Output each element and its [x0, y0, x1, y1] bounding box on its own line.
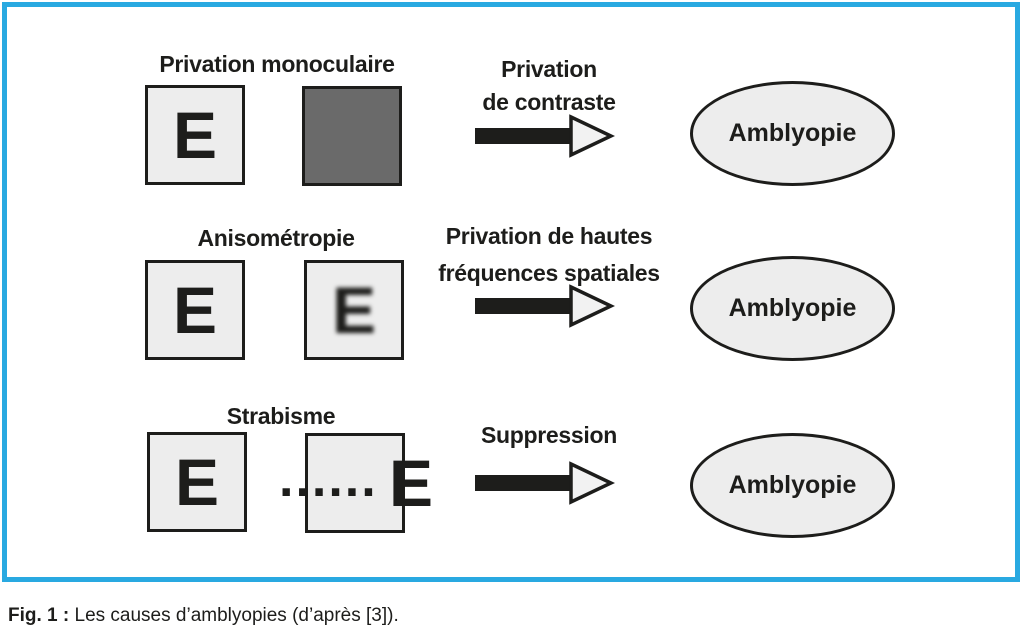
optotype-letter: E [174, 445, 220, 519]
mechanism-line1: Suppression [480, 422, 617, 448]
outcome-ellipse-row2: Amblyopie [690, 256, 895, 361]
outcome-label: Amblyopie [728, 119, 857, 147]
mechanism-line2: fréquences spatiales [438, 260, 660, 286]
figure-caption: Fig. 1 : Les causes d’amblyopies (d’aprè… [8, 605, 399, 627]
mechanism-line1: Privation [501, 56, 597, 82]
optotype-letter-blurred: E [331, 273, 377, 347]
outcome-label: Amblyopie [728, 471, 857, 499]
cause-label-privation-monoculaire: Privation monoculaire [159, 51, 395, 77]
mechanism-label-row1: Privation de contraste [409, 53, 689, 119]
outcome-ellipse-row3: Amblyopie [690, 433, 895, 538]
outcome-label: Amblyopie [728, 294, 857, 322]
displaced-optotype-box: E [381, 433, 441, 533]
figure-frame: Privation monoculaire E Privation de con… [2, 2, 1020, 582]
optotype-letter-displaced: E [388, 446, 434, 520]
eye-box-normal-row2: E [145, 260, 245, 360]
eye-box-normal-row1: E [145, 85, 245, 185]
mechanism-label-row3: Suppression [409, 423, 689, 447]
arrow-right-icon [475, 284, 615, 328]
cause-label-anisometropie: Anisométropie [197, 225, 355, 251]
eye-box-occluded-row1 [302, 86, 402, 186]
arrow-right-icon [475, 114, 615, 158]
outcome-ellipse-row1: Amblyopie [690, 81, 895, 186]
mechanism-line1: Privation de hautes [445, 223, 653, 249]
optotype-letter: E [172, 273, 218, 347]
eye-box-normal-row3: E [147, 432, 247, 532]
arrow-right-icon [475, 461, 615, 505]
caption-label: Fig. 1 : [8, 605, 70, 626]
eye-box-deviated-row3 [305, 433, 405, 533]
mechanism-label-row2: Privation de hautes fréquences spatiales [409, 218, 689, 292]
cause-label-strabisme: Strabisme [226, 403, 336, 429]
eye-box-blurred-row2: E [304, 260, 404, 360]
suppression-dots: ...... [279, 450, 378, 508]
optotype-letter: E [172, 98, 218, 172]
caption-text: Les causes d’amblyopies (d’après [3]). [69, 605, 399, 626]
mechanism-line2: de contraste [482, 89, 616, 115]
